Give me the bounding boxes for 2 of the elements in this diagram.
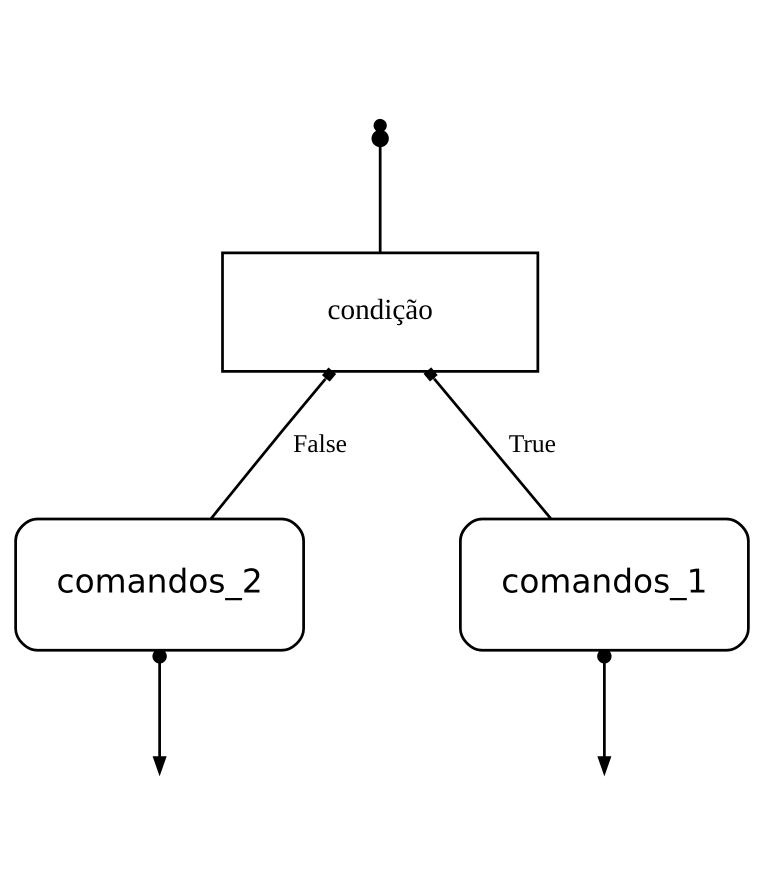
edge-label: True bbox=[508, 428, 556, 458]
edge-label: False bbox=[293, 428, 347, 458]
